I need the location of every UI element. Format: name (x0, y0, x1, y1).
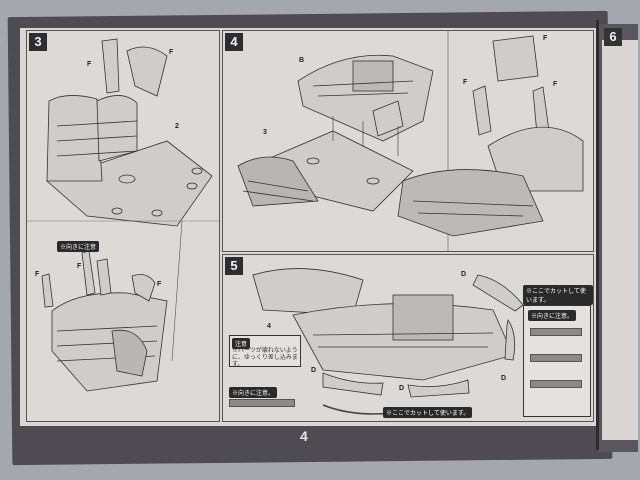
caution-note: 注意 ※パーツが壊れないように、ゆっくり差し込みます。 (229, 335, 301, 368)
cut-strips-box: ※向きに注意。 (523, 305, 591, 417)
step-3-panel: 3 (26, 30, 220, 422)
callout-2: 2 (175, 123, 179, 130)
part-label-f: F (77, 263, 82, 270)
booklet-spine (596, 20, 599, 450)
step-3-badge: 3 (29, 33, 47, 51)
part-label-d: D (461, 271, 467, 278)
direction-note-pill: ※向きに注意。 (229, 387, 278, 398)
direction-note-pill: ※向きに注意 (57, 241, 100, 252)
cut-note-pill: ※ここでカットして使います。 (523, 285, 593, 305)
part-label-f: F (169, 49, 174, 56)
caution-title: 注意 (232, 338, 251, 349)
step-4-diagram (237, 31, 584, 251)
part-strip (229, 399, 295, 407)
instruction-page: 3 (20, 28, 596, 426)
step-5-panel: 5 4 D D D D 注意 ※パーツが壊れないよ (222, 254, 594, 422)
part-label-f: F (157, 281, 162, 288)
step-5-badge: 5 (225, 257, 243, 275)
part-label-f: F (543, 35, 548, 42)
caution-text: ※パーツが壊れないように、ゆっくり差し込みます。 (232, 348, 298, 368)
step-3-diagram (27, 38, 219, 392)
step-4-panel: 4 (222, 30, 594, 252)
part-label-b: B (299, 57, 305, 64)
step-5-diagram (252, 268, 558, 415)
part-label-d: D (399, 385, 405, 392)
part-label-d: D (311, 367, 317, 374)
part-label-d: D (501, 375, 507, 382)
cut-note-pill: ※ここでカットして使います。 (383, 407, 473, 418)
direction-note-pill: ※向きに注意。 (528, 310, 577, 321)
part-label-f: F (463, 79, 468, 86)
part-label-f: F (35, 271, 40, 278)
part-strip (530, 380, 582, 388)
part-strip (530, 328, 582, 336)
part-label-f: F (87, 61, 92, 68)
step-number-6: 6 (604, 28, 622, 46)
part-strip (530, 354, 582, 362)
page-number: 4 (300, 428, 308, 444)
callout-3: 3 (263, 129, 267, 136)
next-page-paper (602, 40, 638, 440)
next-page-edge: 6 (598, 24, 638, 452)
step-4-badge: 4 (225, 33, 243, 51)
callout-4: 4 (267, 323, 271, 330)
part-label-f: F (553, 81, 558, 88)
